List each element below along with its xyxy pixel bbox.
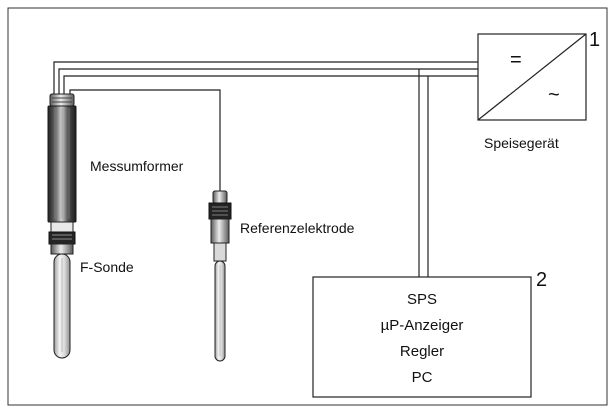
probe-collar-upper [50,221,74,233]
controller-box [312,276,532,398]
outer-frame [7,7,608,406]
probe-nut-ridges [52,234,72,240]
reference-electrode-label: Referenzelektrode [240,220,355,236]
wire-top-middle [58,68,478,94]
wire-top-outer [53,61,478,94]
wire-reference-electrode [69,89,221,191]
reference-cap [212,190,228,204]
controller-number: 2 [536,269,547,291]
ac-symbol: ~ [548,84,560,106]
f-probe-assembly: Messumformer F-Sonde [47,93,184,359]
power-supply-diagonal [477,33,587,121]
transmitter-highlights [54,108,70,219]
reference-head-ridges [212,206,228,216]
controller-line-up-display: µP-Anzeiger [381,317,464,334]
transmitter-label: Messumformer [90,158,184,174]
power-supply-number: 1 [589,29,600,51]
transmitter-cap [49,93,75,107]
controller-unit: 2 SPS µP-Anzeiger Regler PC [312,269,547,398]
wiring [53,61,478,277]
power-supply-unit: = ~ 1 Speisegerät [477,29,600,151]
controller-line-regler: Regler [400,343,444,360]
transmitter-cap-lines [52,97,72,103]
controller-line-pc: PC [412,369,433,386]
reference-electrode-assembly: Referenzelektrode [208,190,355,362]
reference-neck [213,242,227,262]
probe-collar-lower [50,243,74,255]
wire-top-inner [63,75,478,94]
dc-symbol: = [510,49,522,71]
controller-line-sps: SPS [407,291,437,308]
power-supply-label: Speisegerät [484,135,559,151]
probe-nut [48,231,76,245]
f-probe-label: F-Sonde [80,259,134,275]
reference-collar [210,218,230,244]
